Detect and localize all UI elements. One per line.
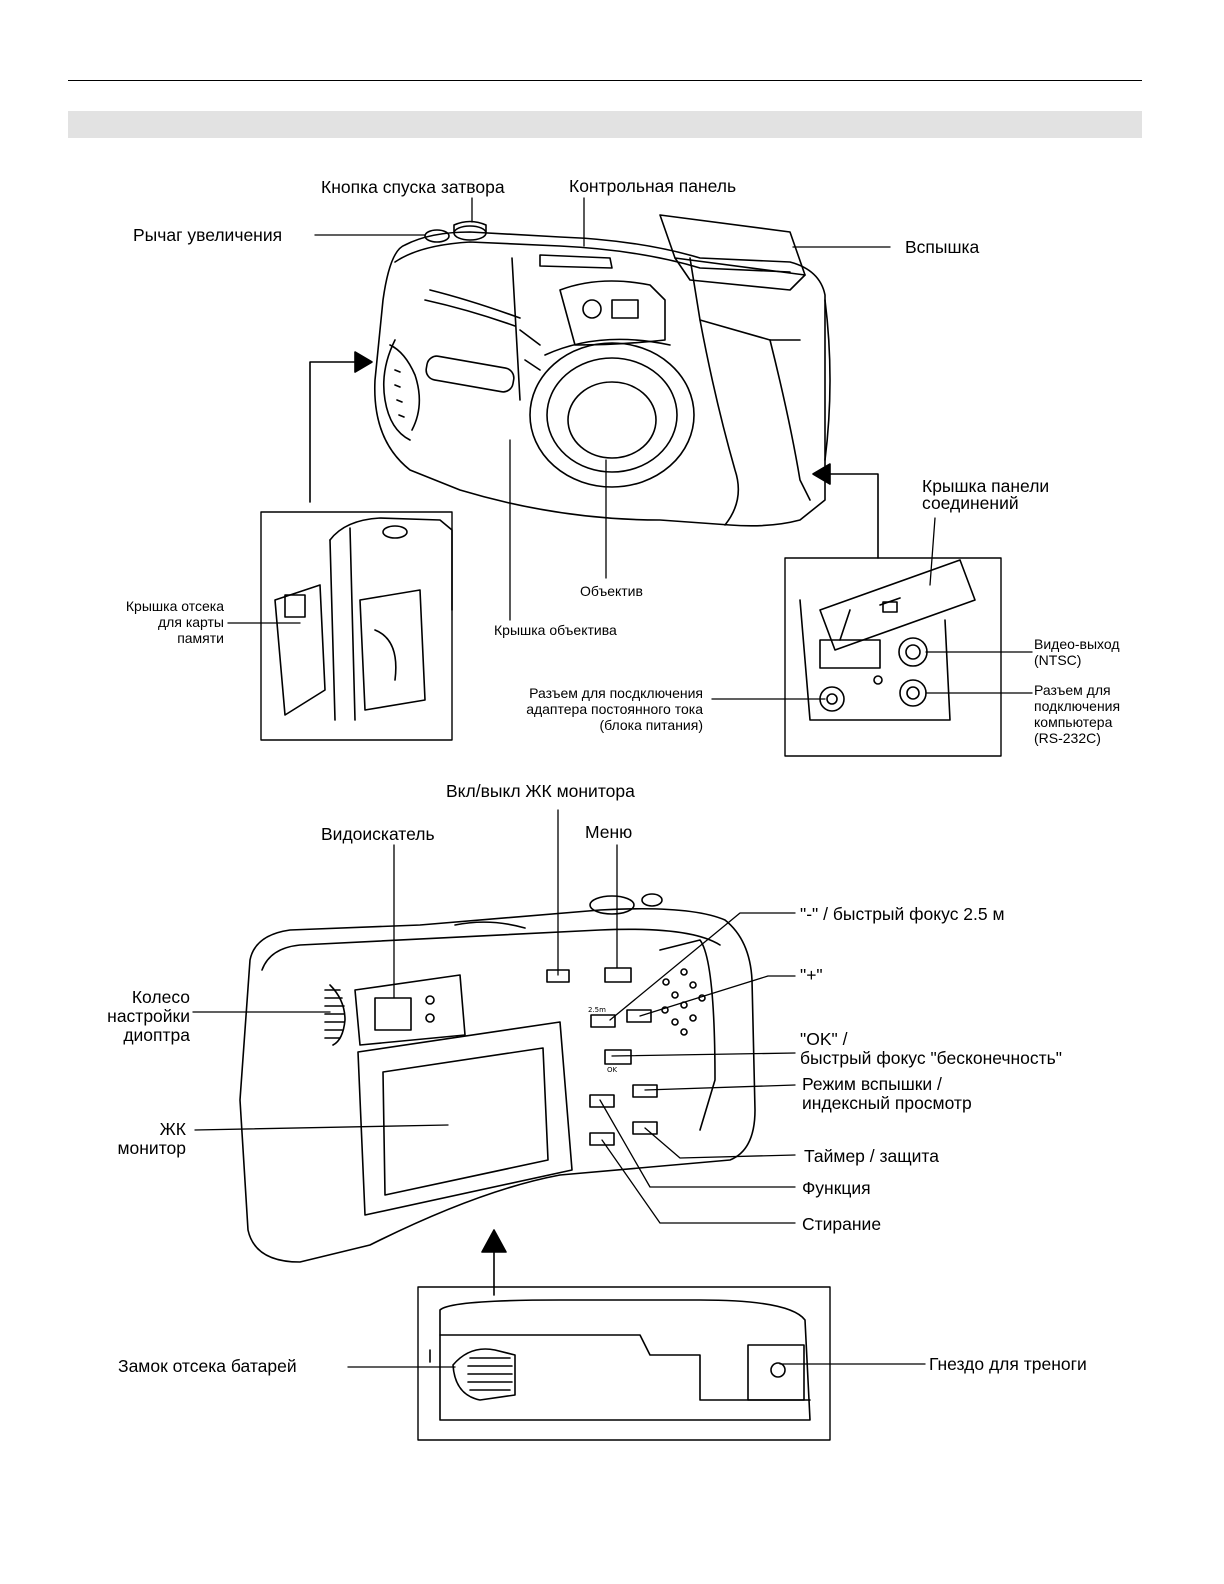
- port-cover-label: Крышка панели соединений: [922, 476, 1050, 513]
- lens-label: Объектив: [580, 583, 643, 599]
- front-camera-drawing: [373, 214, 831, 527]
- card-slot-inset: [260, 511, 453, 741]
- ports-inset-arrow: [829, 473, 879, 559]
- header-band: [68, 111, 1142, 138]
- plus-label: "+": [800, 965, 823, 985]
- bottom-inset: [417, 1286, 831, 1441]
- ok-mark: OK: [607, 1066, 618, 1074]
- function-label: Функция: [802, 1178, 871, 1198]
- ports-inset: [784, 557, 1002, 757]
- ok-focus-label: "OK" / быстрый фокус "бесконечность": [800, 1029, 1062, 1068]
- back-camera-drawing: [239, 893, 756, 1263]
- pc-port-label: Разъем для подключения компьютера (RS-23…: [1034, 682, 1121, 746]
- lcd-monitor-label: ЖК монитор: [117, 1119, 187, 1158]
- tripod-label: Гнездо для треноги: [929, 1354, 1087, 1374]
- top-rule: [68, 80, 1142, 81]
- lens-cover-label: Крышка объектива: [494, 622, 617, 638]
- lcd-toggle-label: Вкл/выкл ЖК монитора: [446, 781, 635, 801]
- card-cover-label: Крышка отсека для карты памяти: [125, 598, 224, 646]
- shutter-label: Кнопка спуска затвора: [321, 177, 505, 197]
- timer-protect-label: Таймер / защита: [804, 1146, 939, 1166]
- focus-mark: 2.5m: [588, 1006, 606, 1014]
- flash-label: Вспышка: [905, 237, 980, 257]
- diopter-label: Колесо настройки диоптра: [107, 987, 190, 1045]
- zoom-lever-label: Рычаг увеличения: [133, 225, 283, 245]
- viewfinder-label: Видоискатель: [321, 824, 435, 844]
- control-panel-label: Контрольная панель: [569, 176, 737, 196]
- menu-label: Меню: [585, 822, 633, 842]
- battery-lock-label: Замок отсека батарей: [118, 1356, 297, 1376]
- video-out-label: Видео-выход (NTSC): [1034, 636, 1120, 668]
- dc-jack-label: Разъем для посдключения адаптера постоян…: [526, 685, 703, 733]
- card-inset-arrow: [309, 361, 356, 503]
- erase-label: Стирание: [802, 1214, 882, 1234]
- minus-focus-label: "-" / быстрый фокус 2.5 м: [800, 904, 1005, 924]
- flash-mode-label: Режим вспышки / индексный просмотр: [802, 1074, 972, 1113]
